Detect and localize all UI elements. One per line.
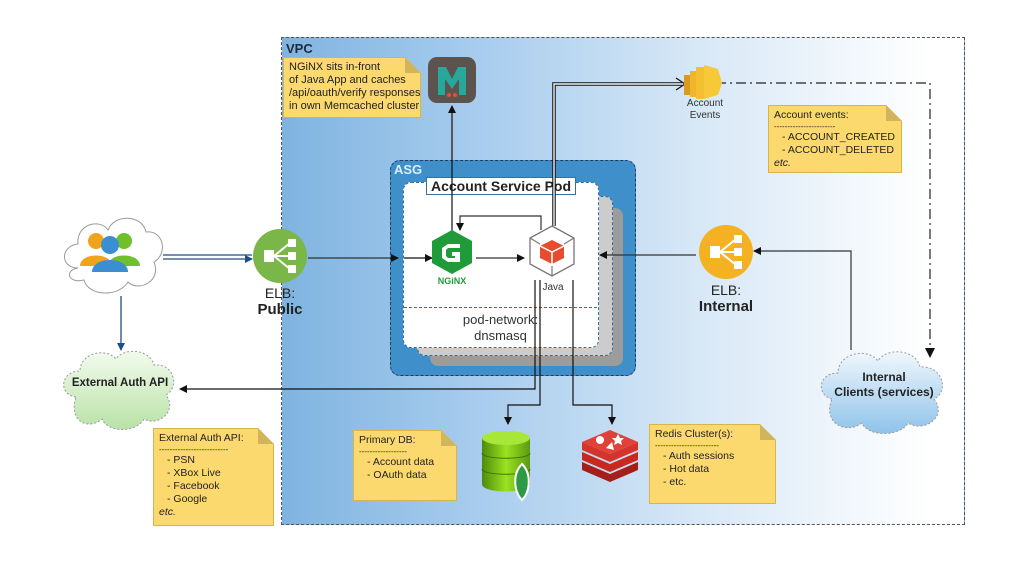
account-events-line1: Account xyxy=(686,98,724,109)
external-auth-api-label: External Auth API xyxy=(71,377,169,389)
primary-db-note: Primary DB: ------------------ - Account… xyxy=(353,430,457,501)
note-divider: ----------------------- xyxy=(774,122,836,131)
java-to-events-connector-inner xyxy=(553,83,682,226)
java-app-icon[interactable] xyxy=(526,224,578,280)
elb-internal-type: ELB: xyxy=(710,282,742,298)
java-to-auth-connector xyxy=(179,280,536,393)
internal-clients-line2: Clients (services) xyxy=(834,385,934,399)
note-item: - Auth sessions xyxy=(663,450,735,462)
account-events-note: Account events: ----------------------- … xyxy=(768,105,902,173)
redis-icon[interactable] xyxy=(580,428,642,484)
java-to-db-connector xyxy=(504,280,541,425)
pod-network: pod-network: dnsmasq xyxy=(404,307,597,347)
note-divider: ------------------ xyxy=(359,447,407,456)
users-icon xyxy=(80,233,140,272)
nginx-icon[interactable]: NGiNX xyxy=(428,228,476,286)
mongodb-icon[interactable] xyxy=(480,430,540,502)
account-events-icon[interactable] xyxy=(684,65,724,101)
note-title: External Auth API: xyxy=(159,432,244,444)
users-cloud[interactable] xyxy=(58,208,168,300)
events-to-clients-connector xyxy=(716,82,931,350)
note-line: of Java App and caches xyxy=(289,74,406,86)
arrowhead xyxy=(925,348,935,358)
external-auth-api-cloud[interactable] xyxy=(58,345,182,431)
note-item: - etc. xyxy=(663,476,687,488)
elb-public-name: Public xyxy=(257,301,303,318)
note-line: in own Memcached cluster xyxy=(289,100,420,112)
note-item: - ACCOUNT_CREATED xyxy=(782,131,895,143)
internal-clients-line1: Internal xyxy=(862,370,906,384)
note-item: - Google xyxy=(167,493,208,505)
account-events-line2: Events xyxy=(689,110,721,121)
pod-network-label: pod-network: xyxy=(462,312,539,327)
memcached-icon[interactable] xyxy=(428,57,476,103)
note-divider: -------------------------- xyxy=(159,445,229,454)
note-footer: etc. xyxy=(774,157,791,169)
note-item: - PSN xyxy=(167,454,196,466)
note-footer: etc. xyxy=(159,506,176,518)
note-title: Primary DB: xyxy=(359,434,416,446)
redis-note: Redis Cluster(s): ----------------------… xyxy=(649,424,776,504)
note-title: Redis Cluster(s): xyxy=(655,428,734,440)
java-to-redis-connector xyxy=(572,280,616,425)
external-auth-note: External Auth API: ---------------------… xyxy=(153,428,274,526)
note-line: /api/oauth/verify responses xyxy=(289,87,421,99)
elb-internal-label: ELB: Internal xyxy=(684,282,768,315)
note-item: - Hot data xyxy=(663,463,710,475)
nginx-note: NGiNX sits in-front of Java App and cach… xyxy=(283,57,421,118)
vpc-label: VPC xyxy=(286,41,313,56)
elb-public-label: ELB: Public xyxy=(238,285,322,318)
clients-to-elb-connector xyxy=(753,247,852,350)
note-item: - XBox Live xyxy=(167,467,221,479)
nginx-wordmark: NGiNX xyxy=(438,276,467,286)
note-item: - Facebook xyxy=(167,480,220,492)
note-item: - OAuth data xyxy=(367,469,427,481)
note-title: Account events: xyxy=(774,109,849,121)
note-item: - ACCOUNT_DELETED xyxy=(782,144,895,156)
java-to-events-connector xyxy=(552,82,682,226)
pod-title: Account Service Pod xyxy=(426,177,576,195)
pod-network-value: dnsmasq xyxy=(474,328,527,343)
internal-clients-label: Internal Clients (services) xyxy=(816,370,952,400)
note-line: NGiNX sits in-front xyxy=(289,61,381,73)
elb-public-icon[interactable] xyxy=(252,228,308,284)
internal-clients-cloud[interactable] xyxy=(816,345,952,435)
account-events-label: Account Events xyxy=(680,98,730,122)
note-divider: ------------------------ xyxy=(655,441,719,450)
java-label: Java xyxy=(542,282,564,293)
elb-internal-name: Internal xyxy=(698,298,754,315)
asg-label: ASG xyxy=(394,162,423,177)
note-item: - Account data xyxy=(367,456,435,468)
elb-public-type: ELB: xyxy=(264,285,296,301)
java-to-nginx-connector xyxy=(456,215,542,231)
elb-internal-icon[interactable] xyxy=(698,224,754,280)
